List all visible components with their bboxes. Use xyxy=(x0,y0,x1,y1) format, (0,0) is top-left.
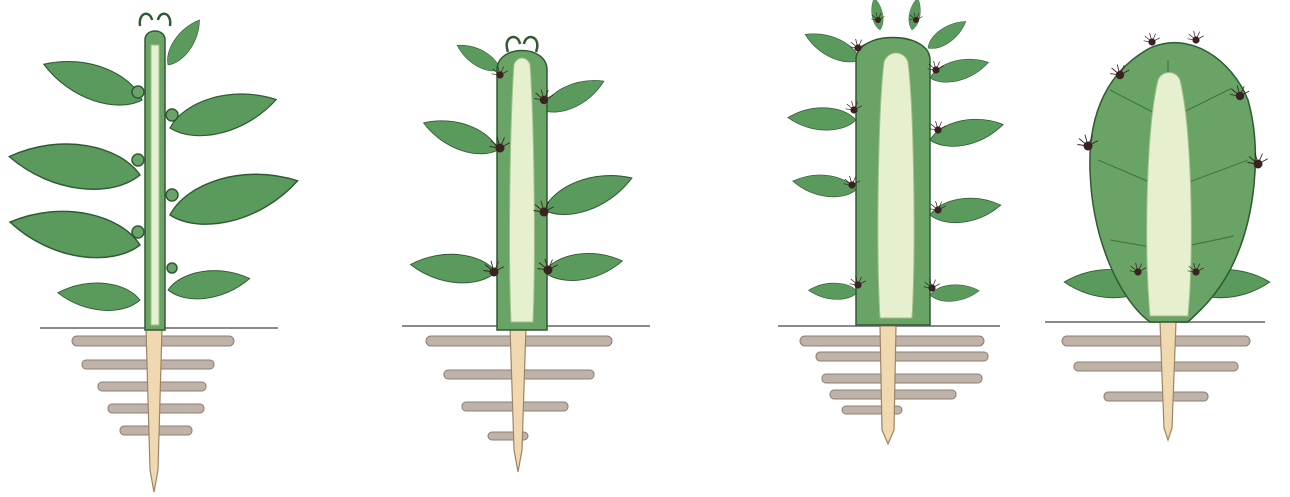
stage-1-bud-tip xyxy=(140,14,170,26)
stage-3-stem-core xyxy=(878,53,914,318)
stage-2-stem-core xyxy=(510,58,535,322)
stage-1-stem-core xyxy=(151,45,159,325)
stage-4-pad-core xyxy=(1147,73,1192,317)
stage-3-columnar-plant xyxy=(787,0,1005,444)
stage-4-roots xyxy=(1062,322,1250,440)
stage-1-roots xyxy=(72,328,234,492)
stage-1-leafy-plant xyxy=(6,14,303,492)
stage-2-roots xyxy=(426,326,612,472)
stage-4-pad-plant xyxy=(1062,31,1270,440)
stage-3-roots xyxy=(800,326,988,444)
stage-2-transitional-plant xyxy=(409,37,637,472)
